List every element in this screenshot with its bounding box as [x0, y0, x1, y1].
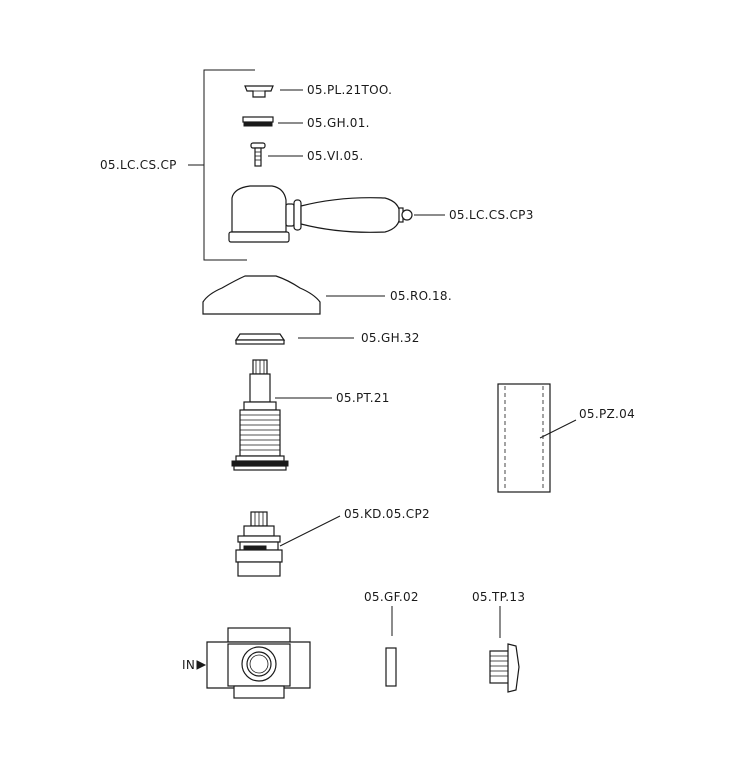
leader-cartridge — [279, 515, 341, 547]
gasket-top-part — [242, 116, 274, 127]
cap-part — [244, 85, 274, 98]
label-gasket-top: 05.GH.01. — [307, 116, 370, 130]
label-group: 05.LC.CS.CP — [100, 158, 177, 172]
label-plug: 05.TP.13 — [472, 590, 525, 604]
label-cap: 05.PL.21TOO. — [307, 83, 392, 97]
screw-part — [250, 142, 266, 167]
label-sleeve: 05.PZ.04 — [579, 407, 635, 421]
label-lever: 05.LC.CS.CP3 — [449, 208, 534, 222]
group-bracket — [188, 69, 255, 261]
spindle-part — [231, 359, 289, 471]
label-spindle: 05.PT.21 — [336, 391, 390, 405]
right-triangle-arrow-icon — [196, 660, 207, 670]
label-inlet: IN — [182, 658, 195, 672]
leader-sleeve — [539, 419, 577, 439]
gasket-base-part — [234, 333, 286, 345]
label-gasket-flat: 05.GF.02 — [364, 590, 419, 604]
gasket-flat-part — [385, 647, 397, 687]
cartridge-part — [235, 511, 283, 577]
sleeve-part — [497, 383, 551, 493]
plug-part — [489, 643, 520, 693]
lever-handle-part — [228, 185, 413, 243]
valve-body-part — [206, 627, 311, 699]
label-screw: 05.VI.05. — [307, 149, 363, 163]
rosette-part — [202, 275, 321, 315]
label-gasket-base: 05.GH.32 — [361, 331, 420, 345]
label-rosette: 05.RO.18. — [390, 289, 452, 303]
label-cartridge: 05.KD.05.CP2 — [344, 507, 430, 521]
